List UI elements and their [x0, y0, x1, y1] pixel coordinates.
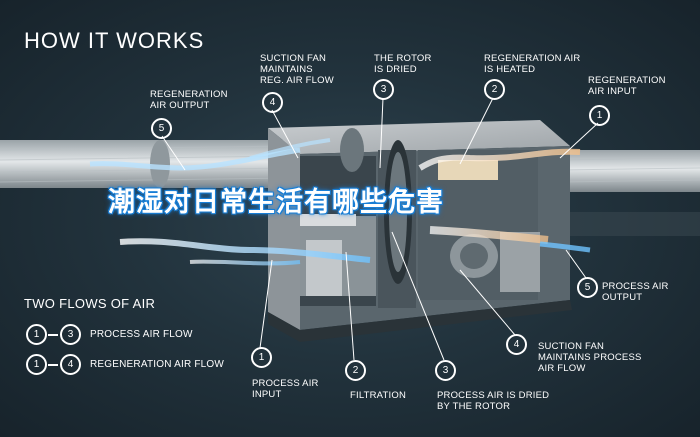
suction-fan-process-label: SUCTION FAN MAINTAINS PROCESS AIR FLOW — [538, 341, 642, 374]
legend-process-from-badge: 1 — [26, 324, 47, 345]
legend-process-air-flow: PROCESS AIR FLOW — [90, 329, 193, 340]
regeneration-air-output-label: REGENERATION AIR OUTPUT — [150, 89, 228, 111]
step-5-regeneration-output-badge: 5 — [151, 118, 172, 139]
leader-lines — [161, 97, 599, 361]
legend-dash — [48, 334, 58, 336]
step-5-process-output-badge: 5 — [577, 277, 598, 298]
step-1-process-input-badge: 1 — [251, 347, 272, 368]
legend-process-to-badge: 3 — [60, 324, 81, 345]
overlay-heading: 潮湿对日常生活有哪些危害 — [108, 187, 444, 218]
legend-dash — [48, 364, 58, 366]
legend-regeneration-from-badge: 1 — [26, 354, 47, 375]
legend-regeneration-to-badge: 4 — [60, 354, 81, 375]
process-air-dried-label: PROCESS AIR IS DRIED BY THE ROTOR — [437, 390, 550, 412]
filtration-label: FILTRATION — [350, 390, 407, 401]
right-duct — [559, 150, 700, 236]
step-1-regeneration-input-badge: 1 — [589, 105, 610, 126]
flows-legend-title: TWO FLOWS OF AIR — [24, 296, 156, 311]
step-3-process-dried-badge: 3 — [435, 360, 456, 381]
unit-body — [268, 120, 572, 342]
process-air-flow — [119, 238, 591, 266]
step-2-regeneration-heated-badge: 2 — [484, 79, 505, 100]
step-4-process-fan-badge: 4 — [506, 334, 527, 355]
step-4-regeneration-fan-badge: 4 — [262, 92, 283, 113]
step-2-filtration-badge: 2 — [345, 360, 366, 381]
process-air-input-label: PROCESS AIR INPUT — [252, 378, 319, 400]
suction-fan-regeneration-label: SUCTION FAN MAINTAINS REG. AIR FLOW — [260, 53, 334, 86]
regeneration-air-flow — [89, 138, 581, 244]
rotor-dried-label: THE ROTOR IS DRIED — [374, 53, 432, 75]
page-title: HOW IT WORKS — [24, 28, 205, 53]
regeneration-heated-label: REGENERATION AIR IS HEATED — [484, 53, 581, 75]
step-3-rotor-dried-badge: 3 — [373, 79, 394, 100]
regeneration-air-input-label: REGENERATION AIR INPUT — [588, 75, 666, 97]
legend-regeneration-air-flow: REGENERATION AIR FLOW — [90, 359, 225, 370]
left-duct — [0, 140, 291, 188]
process-air-output-label: PROCESS AIR OUTPUT — [602, 281, 669, 303]
